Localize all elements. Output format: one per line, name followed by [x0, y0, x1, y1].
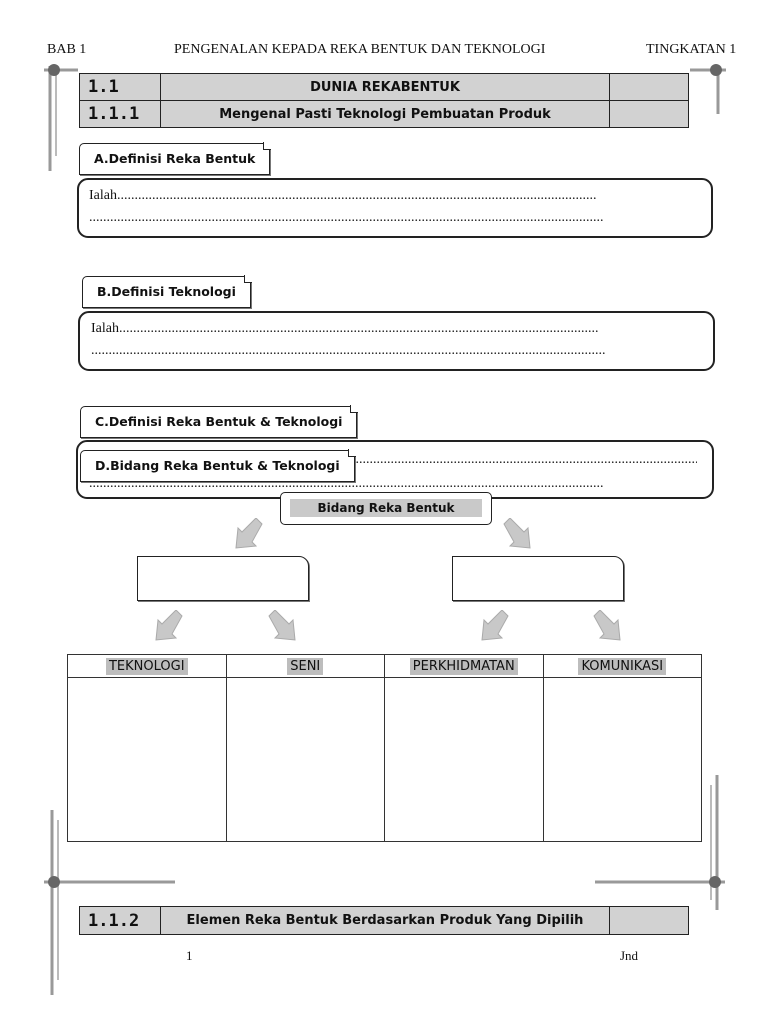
- ornament-top-left-icon: [44, 64, 78, 171]
- arrow-down-left-icon: [235, 518, 263, 549]
- section-d-tab: D.Bidang Reka Bentuk & Teknologi: [80, 450, 355, 482]
- title-row: 1.1.2 Elemen Reka Bentuk Berdasarkan Pro…: [79, 906, 689, 935]
- section-title: Elemen Reka Bentuk Berdasarkan Produk Ya…: [160, 906, 610, 935]
- column-header: KOMUNIKASI: [542, 654, 702, 678]
- diagram-root-box: Bidang Reka Bentuk: [280, 492, 492, 525]
- page-number: 1: [186, 948, 193, 963]
- arrow-down-right-icon: [268, 610, 296, 641]
- answer-line: ........................................…: [352, 452, 697, 467]
- section-b-tab: B.Definisi Teknologi: [82, 276, 251, 308]
- answer-line: Ialah...................................…: [89, 188, 597, 203]
- section-a-tab: A.Definisi Reka Bentuk: [79, 143, 271, 175]
- fields-table: TEKNOLOGI SENI PERKHIDMATAN KOMUNIKASI: [67, 654, 702, 842]
- ornament-bottom-right-icon: [595, 775, 725, 910]
- table-cell[interactable]: [67, 677, 227, 842]
- table-row: [67, 677, 702, 842]
- blank-cell: [609, 73, 689, 101]
- table-cell[interactable]: [542, 677, 702, 842]
- column-header: PERKHIDMATAN: [384, 654, 544, 678]
- header-title: PENGENALAN KEPADA REKA BENTUK DAN TEKNOL…: [174, 42, 546, 57]
- bottom-title-table: 1.1.2 Elemen Reka Bentuk Berdasarkan Pro…: [79, 906, 689, 935]
- blank-cell: [609, 906, 689, 935]
- section-c-tab: C.Definisi Reka Bentuk & Teknologi: [80, 406, 358, 438]
- blank-cell: [609, 100, 689, 128]
- arrow-down-right-icon: [503, 518, 531, 549]
- arrow-down-left-icon: [481, 610, 509, 641]
- answer-line: Ialah...................................…: [91, 321, 599, 336]
- answer-line: ........................................…: [91, 343, 606, 358]
- title-table: 1.1 DUNIA REKABENTUK 1.1.1 Mengenal Past…: [79, 73, 689, 128]
- section-title: Mengenal Pasti Teknologi Pembuatan Produ…: [160, 100, 610, 128]
- table-cell[interactable]: [225, 677, 385, 842]
- title-row: 1.1.1 Mengenal Pasti Teknologi Pembuatan…: [79, 100, 689, 128]
- section-a-box: [77, 178, 713, 238]
- section-b-box: [78, 311, 715, 371]
- table-cell[interactable]: [384, 677, 544, 842]
- ornament-bottom-left-icon: [44, 810, 175, 995]
- footer-initials: Jnd: [620, 948, 639, 963]
- ornament-top-right-icon: [690, 64, 726, 114]
- branch-box-right: [452, 556, 624, 601]
- section-number: 1.1.2: [79, 906, 161, 935]
- arrow-down-right-icon: [593, 610, 621, 641]
- section-number: 1.1: [79, 73, 161, 101]
- arrow-down-left-icon: [155, 610, 183, 641]
- section-title: DUNIA REKABENTUK: [160, 73, 610, 101]
- section-number: 1.1.1: [79, 100, 161, 128]
- column-header: TEKNOLOGI: [67, 654, 227, 678]
- header-chapter: BAB 1: [47, 42, 87, 57]
- header-form: TINGKATAN 1: [646, 42, 737, 57]
- branch-box-left: [137, 556, 309, 601]
- answer-line: ........................................…: [89, 210, 604, 225]
- title-row: 1.1 DUNIA REKABENTUK: [79, 73, 689, 101]
- table-header-row: TEKNOLOGI SENI PERKHIDMATAN KOMUNIKASI: [67, 654, 702, 678]
- column-header: SENI: [225, 654, 385, 678]
- diagram-root-label: Bidang Reka Bentuk: [290, 499, 482, 517]
